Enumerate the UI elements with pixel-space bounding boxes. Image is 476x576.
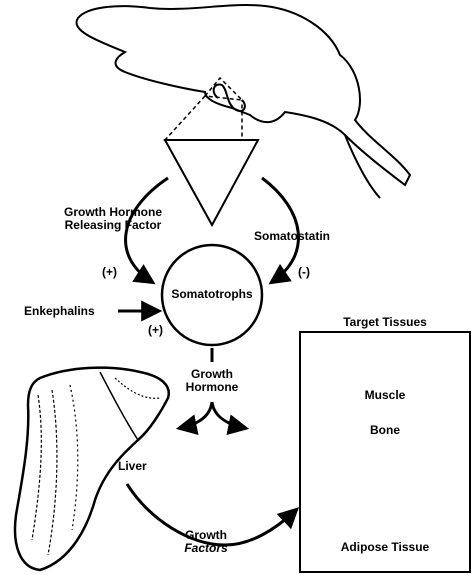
ghrf-label-line2: Releasing Factor: [64, 219, 162, 232]
enkephalins-label: Enkephalins: [24, 305, 95, 318]
minus-sign-right: (-): [298, 266, 310, 279]
brain-stem: [345, 135, 380, 198]
gh-split-left-arrow: [180, 402, 212, 428]
liver-label: Liver: [118, 460, 147, 473]
target-tissues-title: Target Tissues: [299, 316, 471, 329]
somatotrophs-label: Somatotrophs: [162, 288, 262, 301]
growth-factors-line2: Factors: [176, 542, 236, 555]
muscle-label: Muscle: [299, 389, 471, 402]
growth-hormone-label: Growth Hormone: [180, 368, 244, 394]
growth-factors-label: Growth Factors: [176, 529, 236, 555]
pituitary-triangle: [165, 140, 258, 225]
ghrf-label: Growth Hormone Releasing Factor: [64, 206, 162, 232]
pituitary-stalk: [205, 78, 242, 100]
growth-hormone-line2: Hormone: [180, 381, 244, 394]
adipose-tissue-label: Adipose Tissue: [299, 541, 471, 554]
somatostatin-label: Somatostatin: [254, 230, 330, 243]
plus-sign-left: (+): [102, 266, 117, 279]
brain-outline: [76, 5, 410, 185]
plus-sign-enkephalins: (+): [148, 324, 163, 337]
gh-split-right-arrow: [212, 402, 245, 428]
target-tissues-box: [299, 331, 471, 573]
bone-label: Bone: [299, 424, 471, 437]
